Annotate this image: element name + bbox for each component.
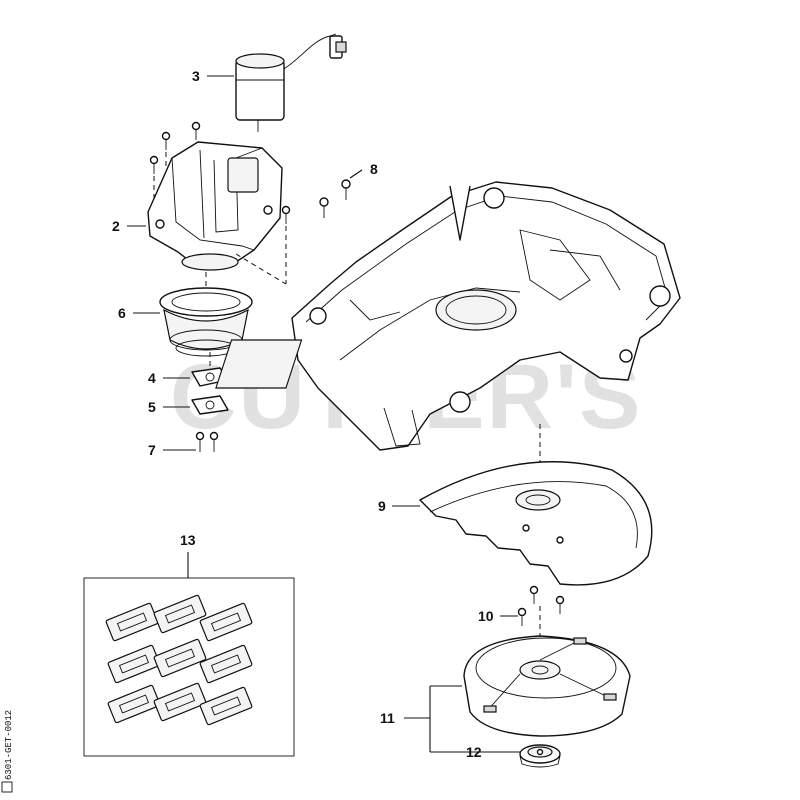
plate-part-5[interactable] <box>191 395 229 415</box>
motor-housing-part[interactable] <box>147 141 283 271</box>
callout-3: 3 <box>192 68 200 84</box>
mower-chassis[interactable] <box>215 181 681 451</box>
screws-part-10[interactable] <box>517 585 565 627</box>
leader-lines <box>127 75 520 753</box>
callout-13: 13 <box>180 532 196 548</box>
callout-6: 6 <box>118 305 126 321</box>
callout-2: 2 <box>112 218 120 234</box>
callout-12: 12 <box>466 744 482 760</box>
screws-part-7[interactable] <box>195 431 219 453</box>
drawing-code: 6301-GET-0012 <box>4 710 14 780</box>
blade-cover-part[interactable] <box>419 461 653 586</box>
callout-7: 7 <box>148 442 156 458</box>
callout-10: 10 <box>478 608 494 624</box>
callout-11: 11 <box>380 710 395 726</box>
callout-8: 8 <box>370 161 378 177</box>
drawing-code-box <box>1 781 13 793</box>
callout-4: 4 <box>148 370 156 386</box>
callout-5: 5 <box>148 399 156 415</box>
screws-part-8[interactable] <box>319 179 351 218</box>
motor-part[interactable] <box>235 33 347 132</box>
blade-kit-blades <box>105 594 253 726</box>
blade-kit-box[interactable] <box>83 577 295 757</box>
hub-cap-part[interactable] <box>519 744 561 768</box>
housing-screws[interactable] <box>149 121 291 285</box>
seal-ring-part[interactable] <box>159 287 253 357</box>
callout-9: 9 <box>378 498 386 514</box>
blade-disc-part[interactable] <box>463 635 631 737</box>
